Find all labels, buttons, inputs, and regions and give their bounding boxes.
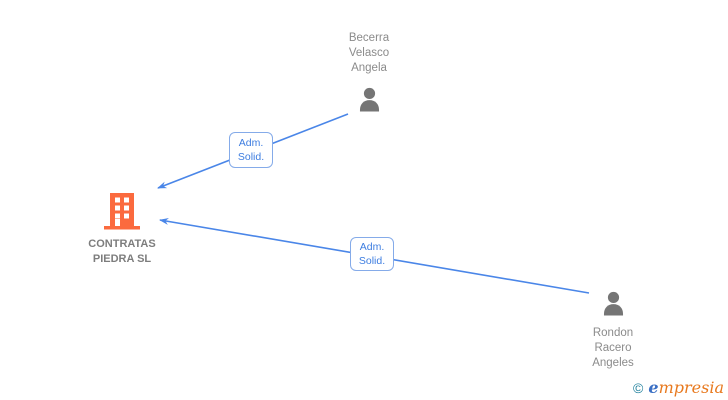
brand-name: mpresia [658,378,724,397]
copyright-icon: © [632,380,644,396]
edge-label-adm-solid-1: Adm. Solid. [229,132,273,168]
building-icon [104,193,140,230]
node-person-rondon[interactable]: Rondon Racero Angeles [571,290,655,371]
person-name: Becerra Velasco Angela [348,32,390,74]
edge-label-adm-solid-2: Adm. Solid. [350,237,394,271]
node-person-becerra[interactable]: Becerra Velasco Angela [327,31,411,115]
company-name: CONTRATAS PIEDRA SL [88,238,156,265]
person-name: Rondon Racero Angeles [592,327,634,369]
node-company-contratas-piedra[interactable]: CONTRATAS PIEDRA SL [80,193,164,267]
person-icon [359,87,379,112]
empresia-logo[interactable]: © empresia [633,379,724,397]
brand-initial: e [648,378,659,397]
person-icon [603,291,623,316]
